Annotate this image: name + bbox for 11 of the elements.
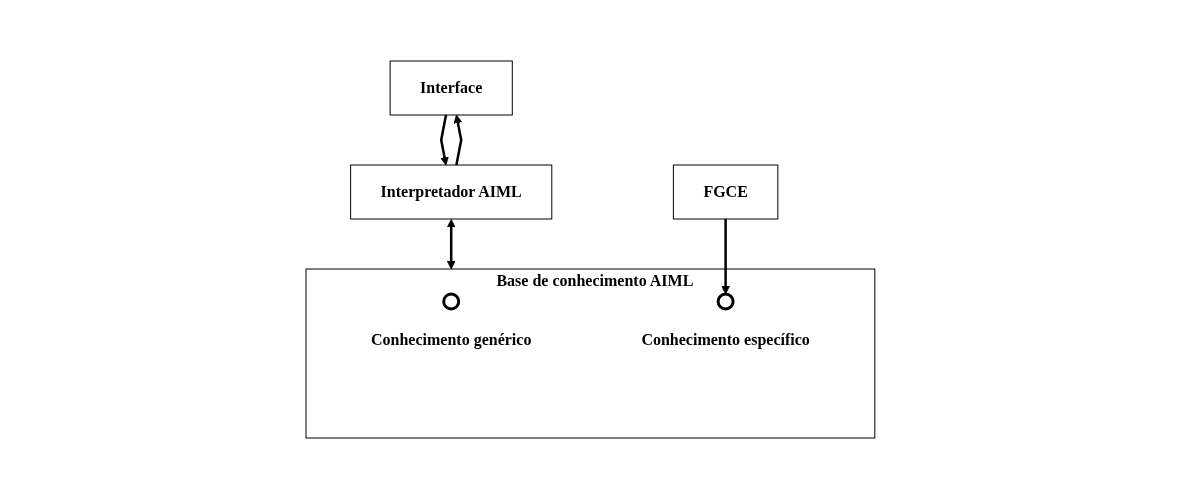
node-label: Conhecimento genérico [370,330,531,348]
node-box: Interpretador AIML [349,164,552,219]
node-circle [716,292,735,310]
node-label: Conhecimento específico [641,330,810,348]
node-box: FGCE [672,164,778,219]
arrow [439,114,449,165]
node-box: Interface [389,60,513,115]
arrow [446,218,456,269]
arrow [453,114,463,165]
node-circle [441,292,460,310]
arrow [720,218,730,294]
